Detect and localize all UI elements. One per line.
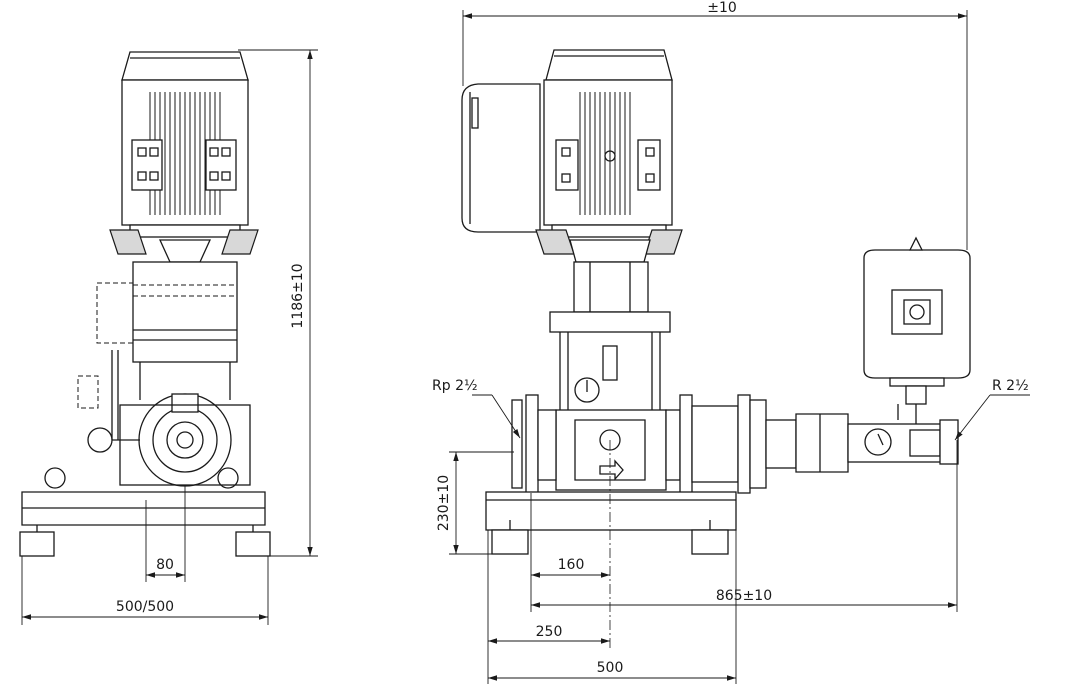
dim-160: 160 [558,557,585,573]
dim-total-width: ±10 [707,0,737,16]
front-view-dimensions [449,10,1030,684]
left-motor-fins [149,92,221,215]
right-motor-fins [579,92,631,215]
dim-height: 1186±10 [290,263,306,328]
side-view-dimensions [21,49,318,625]
label-inlet: Rp 2½ [432,378,478,394]
dim-500: 500 [597,660,624,676]
label-outlet: R 2½ [992,378,1029,394]
dim-base-height: 230±10 [436,475,452,531]
front-view [461,49,971,555]
side-view [19,51,271,557]
dim-left-offset: 80 [156,557,174,573]
dim-865: 865±10 [716,588,772,604]
dim-250: 250 [536,624,563,640]
dim-left-base: 500/500 [116,599,174,615]
